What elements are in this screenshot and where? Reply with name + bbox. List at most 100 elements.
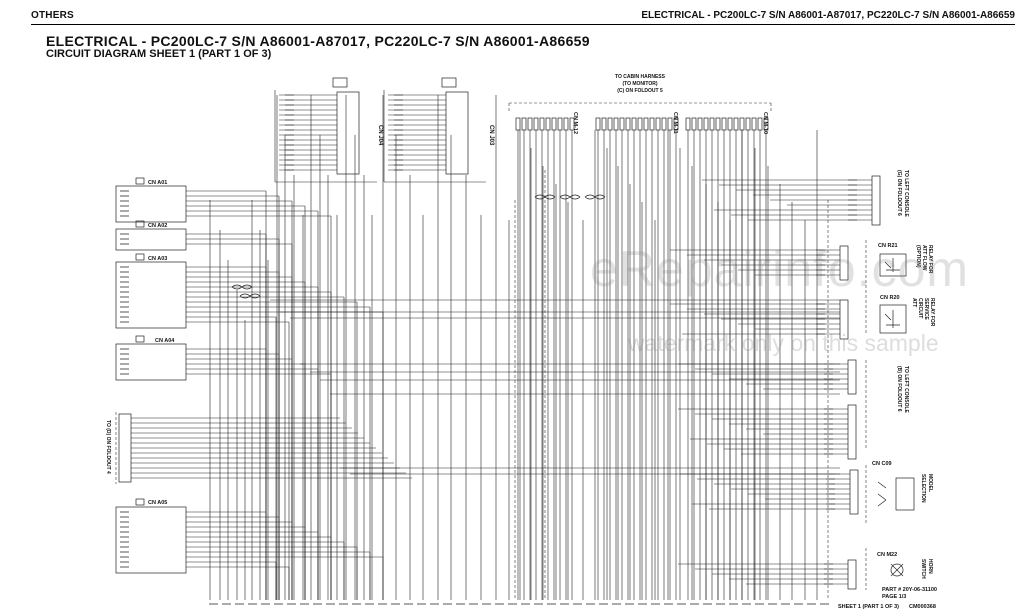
- svg-text:(G) ON FOLDOUT 6: (G) ON FOLDOUT 6: [896, 170, 902, 216]
- connector-body: [839, 245, 849, 281]
- pin-cell: [557, 117, 563, 131]
- connector-label-r21: CN R21: [878, 243, 898, 249]
- pin-cell: [619, 117, 625, 131]
- svg-text:(C) ON FOLDOUT 5: (C) ON FOLDOUT 5: [617, 88, 663, 94]
- connector-body: [871, 175, 881, 226]
- running-title: ELECTRICAL - PC200LC-7 S/N A86001-A87017…: [641, 10, 1015, 21]
- svg-text:HORN: HORN: [927, 559, 933, 574]
- watermark-note: watermark only on this sample: [628, 330, 939, 356]
- connector-header: [135, 177, 145, 185]
- model-selection-label: MODEL SELECTION: [920, 474, 933, 503]
- pin-cell: [545, 117, 551, 131]
- svg-text:(TO MONITOR): (TO MONITOR): [622, 81, 657, 87]
- section-label: OTHERS: [31, 10, 74, 21]
- connector-label-j03: CN J03: [488, 125, 494, 146]
- pin-cell: [733, 117, 739, 131]
- pin-cell: [673, 117, 679, 131]
- connector-header: [135, 498, 145, 506]
- pin-cell: [661, 117, 667, 131]
- connector-body: [847, 359, 857, 395]
- pin-text: [120, 94, 857, 605]
- twisted-pair-symbol: [559, 194, 581, 200]
- twisted-pair-symbol: [534, 194, 556, 200]
- connector-body: [115, 343, 187, 381]
- pin-cell: [533, 117, 539, 131]
- header-rule: [31, 24, 1015, 25]
- foldout-4-label: TO (D) ON FOLDOUT 4: [105, 420, 111, 474]
- pin-cell: [697, 117, 703, 131]
- connector-header: [332, 77, 348, 88]
- pin-cell: [631, 117, 637, 131]
- pin-cell: [643, 117, 649, 131]
- page-title: ELECTRICAL - PC200LC-7 S/N A86001-A87017…: [46, 33, 590, 49]
- pin-cell: [613, 117, 619, 131]
- connector-label-a03: CN A03: [148, 256, 167, 262]
- relay-box: [879, 304, 907, 334]
- pin-cell: [727, 117, 733, 131]
- connector-body: [839, 299, 849, 340]
- svg-text:RELAY FOR: RELAY FOR: [927, 245, 933, 274]
- connector-label-m22: CN M22: [877, 552, 897, 558]
- pin-cell: [751, 117, 757, 131]
- pin-cell: [607, 117, 613, 131]
- pin-cell: [763, 117, 769, 131]
- connector-label-j04: CN J04: [377, 125, 383, 146]
- connector-body: [847, 559, 857, 590]
- pin-cell: [637, 117, 643, 131]
- relay-box: [879, 253, 907, 277]
- svg-text:CIRCUIT: CIRCUIT: [917, 298, 923, 318]
- connector-label-m10: CN M-10: [762, 112, 768, 134]
- horn-switch-symbol: [890, 563, 904, 577]
- relay-r21-label: RELAY FOR ATT FLOW (OPTION): [915, 245, 933, 274]
- pin-cell: [551, 117, 557, 131]
- connector-label-a04: CN A04: [155, 338, 175, 344]
- relay-r20-label: RELAY FOR SERVICE CIRCUIT ATT: [911, 298, 935, 327]
- pin-cell: [563, 117, 569, 131]
- cabin-harness-label: TO CABIN HARNESS (TO MONITOR) (C) ON FOL…: [615, 74, 666, 94]
- connector-label-m11: CN M-11: [672, 112, 678, 134]
- connector-label-c09: CN C09: [872, 461, 892, 467]
- pin-cell: [745, 117, 751, 131]
- pin-cell: [685, 117, 691, 131]
- pin-cell: [691, 117, 697, 131]
- left-console-label-b: TO LEFT CONSOLE (B) ON FOLDOUT 6: [896, 366, 909, 414]
- switch-contacts: [877, 481, 887, 507]
- pin-cell: [521, 117, 527, 131]
- page-subtitle: CIRCUIT DIAGRAM SHEET 1 (PART 1 OF 3): [46, 48, 272, 60]
- wire-bundle: [131, 90, 872, 600]
- pin-cell: [709, 117, 715, 131]
- connector-body: [847, 404, 857, 460]
- connector-label-a05: CN A05: [148, 500, 167, 506]
- connector-header: [135, 335, 145, 343]
- relay-coil-symbol: [884, 258, 900, 272]
- pin-cell: [703, 117, 709, 131]
- connector-boxes: [115, 77, 915, 590]
- page-number: PAGE 1/3: [882, 594, 907, 600]
- pin-cell: [757, 117, 763, 131]
- part-number: PART # 20Y-06-31100: [882, 587, 937, 593]
- sheet-label: SHEET 1 (PART 1 OF 3): [838, 604, 900, 610]
- connector-header: [441, 77, 457, 88]
- left-console-label-g: TO LEFT CONSOLE (G) ON FOLDOUT 6: [896, 170, 909, 218]
- svg-text:SWITCH: SWITCH: [920, 559, 926, 579]
- pin-cell: [527, 117, 533, 131]
- svg-text:MODEL: MODEL: [927, 474, 933, 492]
- connector-body: [445, 91, 469, 175]
- connector-body: [118, 413, 132, 483]
- connector-body: [115, 506, 187, 574]
- symbols: [231, 194, 904, 577]
- watermark-brand: eRepairinfo.com: [590, 241, 970, 297]
- pin-cell: [655, 117, 661, 131]
- horn-switch-symbol: [890, 563, 904, 577]
- connector-label-a01: CN A01: [148, 180, 167, 186]
- svg-text:TO CABIN HARNESS: TO CABIN HARNESS: [615, 74, 666, 80]
- twisted-pair-symbol: [231, 284, 253, 290]
- connector-label-r20: CN R20: [880, 295, 900, 301]
- twisted-pair-symbol: [239, 293, 261, 299]
- svg-text:RELAY FOR: RELAY FOR: [929, 298, 935, 327]
- svg-text:(B) ON FOLDOUT 6: (B) ON FOLDOUT 6: [896, 366, 902, 412]
- dashed-wire-bundle: [115, 102, 867, 600]
- svg-text:(OPTION): (OPTION): [915, 245, 921, 268]
- connector-label-a02: CN A02: [148, 223, 167, 229]
